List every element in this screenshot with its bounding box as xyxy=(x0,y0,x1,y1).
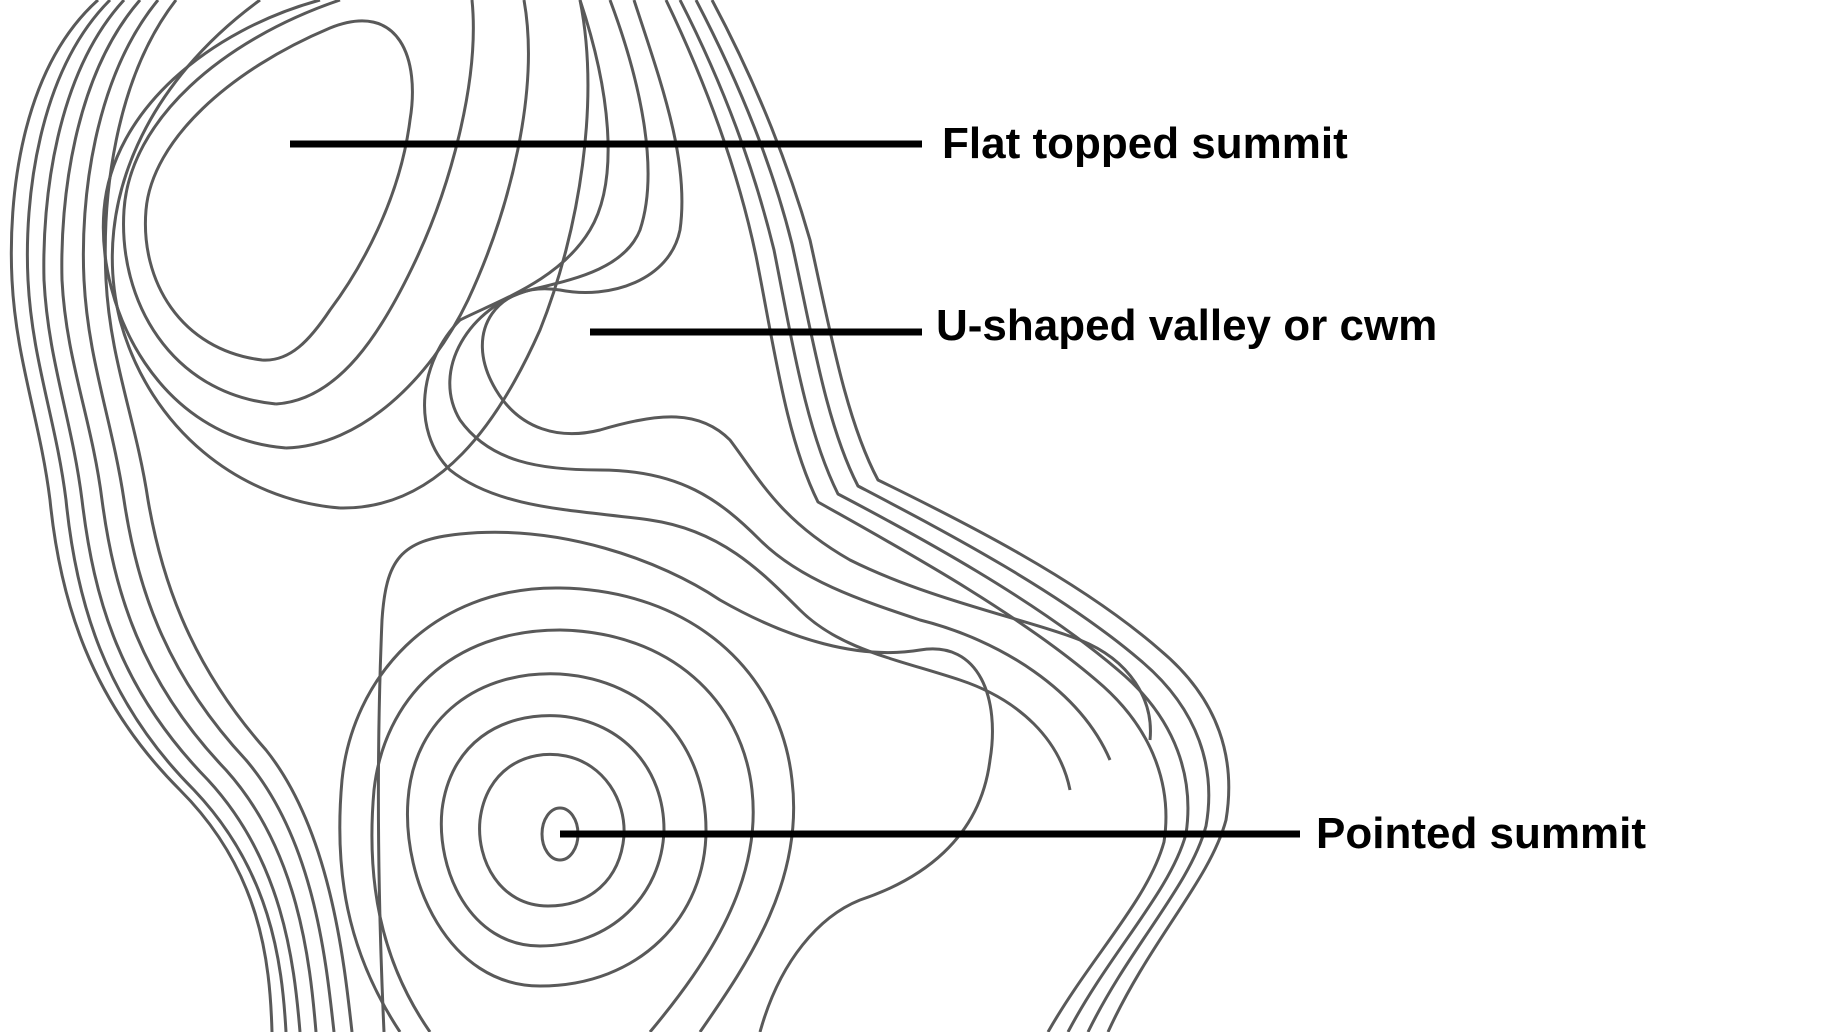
contour-right-3 xyxy=(678,0,1190,1032)
contour-peak-6 xyxy=(338,586,796,1032)
contour-outer-6 xyxy=(103,0,354,1032)
contour-valley-3 xyxy=(423,0,1072,791)
contour-peak-3 xyxy=(439,714,666,948)
contour-flat-4 xyxy=(110,0,590,510)
contour-peak-4 xyxy=(405,672,708,988)
contour-right-4 xyxy=(664,0,1168,1032)
contour-valley-2 xyxy=(448,0,1112,761)
contour-outer-5 xyxy=(81,0,336,1032)
contour-peak-5 xyxy=(370,628,755,1032)
contour-outer-3 xyxy=(42,0,302,1032)
contour-peak-2 xyxy=(478,752,626,908)
contour-right-2 xyxy=(694,0,1211,1032)
pointed-summit-contours xyxy=(338,530,994,1032)
contour-flat-2 xyxy=(122,0,475,406)
leader-lines xyxy=(290,140,1300,838)
label-pointed-summit: Pointed summit xyxy=(1316,809,1646,858)
contour-outer-1 xyxy=(9,0,274,1032)
contour-valley-1 xyxy=(480,0,1152,741)
contour-flat-3 xyxy=(101,0,530,450)
valley-contours xyxy=(423,0,1152,791)
contour-outer-2 xyxy=(25,0,288,1032)
label-u-shaped-valley: U-shaped valley or cwm xyxy=(936,301,1437,350)
contour-peak-7 xyxy=(376,530,994,1032)
contour-flat-1 xyxy=(143,19,414,362)
label-flat-topped-summit: Flat topped summit xyxy=(942,119,1348,168)
contour-outer-4 xyxy=(60,0,318,1032)
flat-summit-contours xyxy=(101,0,590,510)
